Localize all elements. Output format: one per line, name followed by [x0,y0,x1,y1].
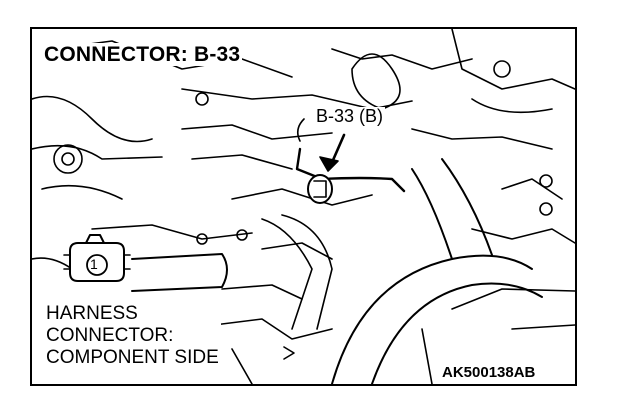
figure-code: AK500138AB [442,364,536,381]
harness-label-line-2: CONNECTOR: [46,325,174,346]
connector-callout-label: B-33 (B) [314,106,386,126]
harness-label-line-1: HARNESS [46,303,138,324]
diagram-frame: CONNECTOR: B-33 B-33 (B) 1 HARNESS CONNE… [30,27,577,386]
pin-number-label: 1 [90,256,98,272]
engine-bay-illustration [32,29,575,384]
harness-connector-label: HARNESS CONNECTOR: COMPONENT SIDE [44,303,221,369]
harness-label-line-3: COMPONENT SIDE [46,347,219,368]
diagram-title: CONNECTOR: B-33 [42,43,243,66]
